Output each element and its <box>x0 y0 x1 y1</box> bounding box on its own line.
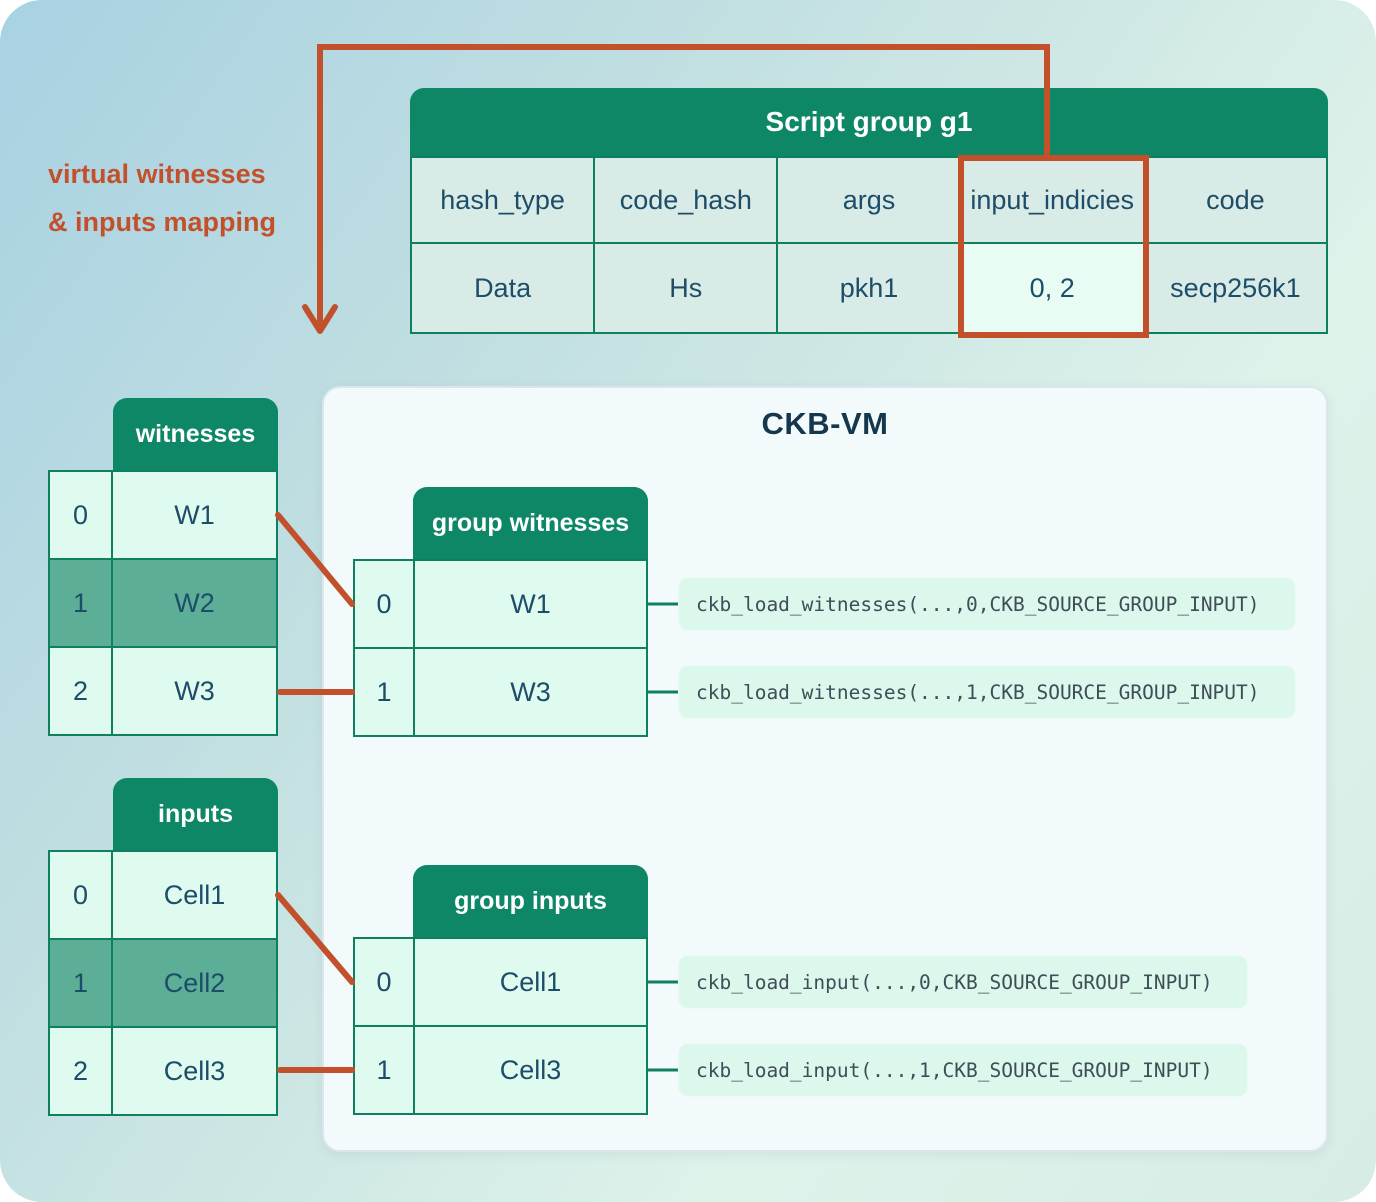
script-val-code-hash: Hs <box>595 244 777 332</box>
witnesses-table: 0 W1 1 W2 2 W3 <box>48 470 278 736</box>
witnesses-index-2: 2 <box>50 648 111 734</box>
ckb-vm-title: CKB-VM <box>761 406 889 441</box>
inputs-index-2: 2 <box>50 1028 111 1114</box>
input-syscall-0: ckb_load_input(...,0,CKB_SOURCE_GROUP_IN… <box>678 955 1248 1009</box>
script-val-args: pkh1 <box>778 244 960 332</box>
group-witnesses-index-1: 1 <box>355 649 413 735</box>
inputs-table: 0 Cell1 1 Cell2 2 Cell3 <box>48 850 278 1116</box>
group-inputs-table: 0 Cell1 1 Cell3 <box>353 937 648 1115</box>
script-col-args: args <box>778 158 960 242</box>
witnesses-index-1: 1 <box>50 560 111 646</box>
input-syscall-1: ckb_load_input(...,1,CKB_SOURCE_GROUP_IN… <box>678 1043 1248 1097</box>
script-col-input-indicies: input_indicies <box>961 158 1143 242</box>
witness-syscall-1: ckb_load_witnesses(...,1,CKB_SOURCE_GROU… <box>678 665 1296 719</box>
group-witnesses-value-1: W3 <box>415 649 646 735</box>
script-val-input-indicies: 0, 2 <box>961 244 1143 332</box>
inputs-value-2: Cell3 <box>113 1028 276 1114</box>
script-col-code: code <box>1144 158 1326 242</box>
inputs-index-0: 0 <box>50 852 111 938</box>
inputs-value-0: Cell1 <box>113 852 276 938</box>
group-inputs-table-title: group inputs <box>413 865 648 937</box>
witnesses-value-0: W1 <box>113 472 276 558</box>
witnesses-table-title: witnesses <box>113 398 278 470</box>
mapping-annotation: virtual witnesses & inputs mapping <box>48 150 368 246</box>
group-inputs-value-0: Cell1 <box>415 939 646 1025</box>
group-witnesses-table: 0 W1 1 W3 <box>353 559 648 737</box>
inputs-index-1: 1 <box>50 940 111 1026</box>
group-witnesses-table-title: group witnesses <box>413 487 648 559</box>
mapping-annotation-line1: virtual witnesses <box>48 159 266 189</box>
witnesses-value-1: W2 <box>113 560 276 646</box>
inputs-table-title: inputs <box>113 778 278 850</box>
witnesses-index-0: 0 <box>50 472 111 558</box>
group-inputs-value-1: Cell3 <box>415 1027 646 1113</box>
script-group-table: hash_type code_hash args input_indicies … <box>410 156 1328 334</box>
mapping-annotation-line2: & inputs mapping <box>48 207 276 237</box>
group-witnesses-index-0: 0 <box>355 561 413 647</box>
witness-syscall-0: ckb_load_witnesses(...,0,CKB_SOURCE_GROU… <box>678 577 1296 631</box>
group-witnesses-value-0: W1 <box>415 561 646 647</box>
script-val-code: secp256k1 <box>1144 244 1326 332</box>
inputs-value-1: Cell2 <box>113 940 276 1026</box>
script-col-code-hash: code_hash <box>595 158 777 242</box>
script-group-table-title: Script group g1 <box>410 88 1328 156</box>
witnesses-value-2: W3 <box>113 648 276 734</box>
down-arrow-icon <box>302 304 338 334</box>
script-col-hash-type: hash_type <box>412 158 594 242</box>
group-inputs-index-1: 1 <box>355 1027 413 1113</box>
group-inputs-index-0: 0 <box>355 939 413 1025</box>
script-val-hash-type: Data <box>412 244 594 332</box>
